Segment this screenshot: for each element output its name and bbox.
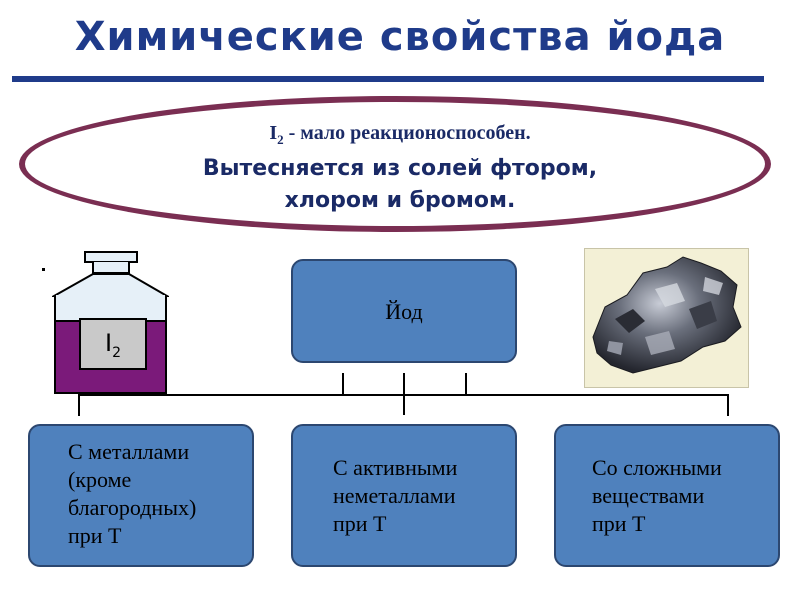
reaction-box-nonmetals: С активными неметаллами при Т	[291, 424, 517, 567]
connector-left-down	[78, 394, 80, 416]
reaction-box-nonmetals-text: С активными неметаллами при Т	[333, 455, 458, 536]
connector-top-center	[403, 373, 405, 415]
connector-right-down	[727, 394, 729, 416]
reaction-box-metals: С металлами (кроме благородных) при Т	[28, 424, 254, 567]
iodine-crystal-image	[584, 248, 749, 388]
summary-ellipse	[19, 96, 771, 232]
connector-top-right	[465, 373, 467, 395]
summary-line-3: хлором и бромом.	[284, 188, 516, 213]
connector-top-left	[342, 373, 344, 395]
reaction-box-compounds-text: Со сложными веществами при Т	[592, 455, 722, 536]
summary-line-1: I2 - мало реакционоспособен.	[269, 122, 531, 147]
bottle-neck	[92, 262, 130, 274]
title-underline	[12, 76, 764, 82]
page-title: Химические свойства йода	[74, 14, 726, 60]
dot-mark	[42, 268, 45, 271]
summary-line-2: Вытесняется из солей фтором,	[202, 156, 598, 181]
iodine-box: Йод	[291, 259, 517, 363]
iodine-box-label: Йод	[385, 299, 423, 324]
bottle-shoulder	[52, 273, 169, 297]
bottle-label: I2	[79, 318, 147, 370]
reaction-box-metals-text: С металлами (кроме благородных) при Т	[68, 439, 197, 548]
reaction-box-compounds: Со сложными веществами при Т	[554, 424, 780, 567]
